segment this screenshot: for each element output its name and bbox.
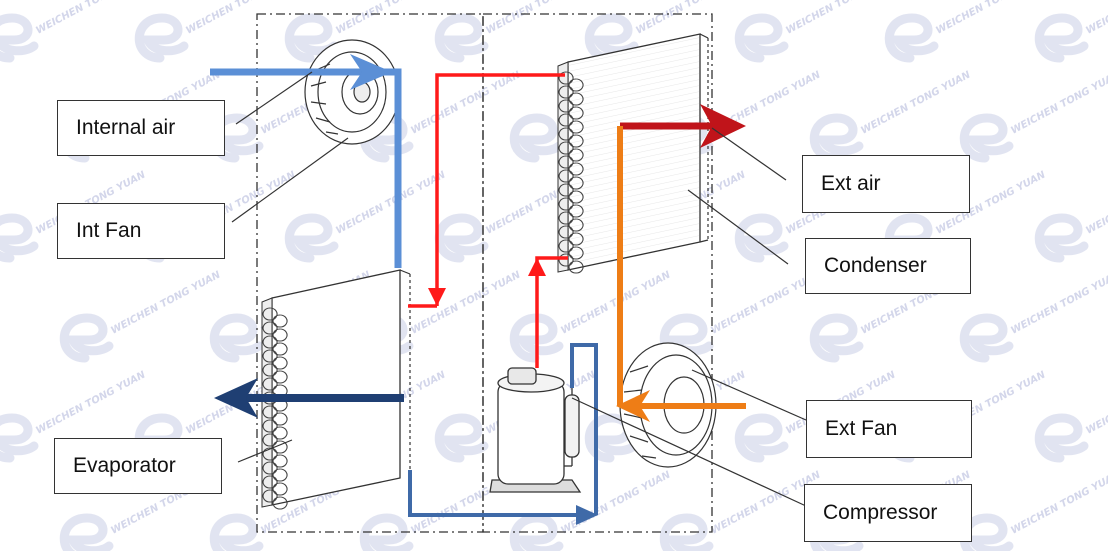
watermark-text: WEICHEN TONG YUAN (34, 369, 148, 436)
watermark-text: WEICHEN TONG YUAN (34, 0, 148, 37)
watermark-text: WEICHEN TONG YUAN (559, 269, 673, 336)
watermark-tile: WEICHEN TONG YUAN (0, 0, 148, 63)
enclosure-outlines (256, 13, 713, 533)
watermark-text: WEICHEN TONG YUAN (1084, 369, 1108, 436)
condenser-label: Condenser (805, 238, 971, 294)
watermark-tile: WEICHEN TONG YUAN (809, 69, 973, 163)
watermark-tile: WEICHEN TONG YUAN (434, 0, 598, 63)
watermark-text: WEICHEN TONG YUAN (334, 0, 448, 37)
watermark-tile: WEICHEN TONG YUAN (1034, 169, 1108, 263)
watermark-tile: WEICHEN TONG YUAN (659, 469, 823, 551)
suction-line (408, 343, 598, 525)
watermark-tile: WEICHEN TONG YUAN (959, 69, 1108, 163)
watermark-tile: WEICHEN TONG YUAN (734, 0, 898, 63)
watermark-text: WEICHEN TONG YUAN (559, 469, 673, 536)
int-fan-label: Int Fan (57, 203, 225, 259)
watermark-text: WEICHEN TONG YUAN (1009, 469, 1108, 536)
compressor-icon (489, 367, 582, 493)
watermark-text: WEICHEN TONG YUAN (784, 0, 898, 37)
watermark-text: WEICHEN TONG YUAN (334, 169, 448, 236)
watermark-text: WEICHEN TONG YUAN (409, 69, 523, 136)
watermark-tile: WEICHEN TONG YUAN (884, 0, 1048, 63)
watermark-text: WEICHEN TONG YUAN (859, 69, 973, 136)
watermark-text: WEICHEN TONG YUAN (184, 0, 298, 37)
compressor-label: Compressor (804, 484, 972, 542)
ext-fan-label: Ext Fan (806, 400, 972, 458)
watermark-text: WEICHEN TONG YUAN (1084, 169, 1108, 236)
watermark-text: WEICHEN TONG YUAN (634, 0, 748, 37)
internal-enclosure (256, 13, 484, 533)
watermark-tile: WEICHEN TONG YUAN (284, 169, 448, 263)
evaporator-label: Evaporator (54, 438, 222, 494)
watermark-text: WEICHEN TONG YUAN (484, 0, 598, 37)
watermark-tile: WEICHEN TONG YUAN (1034, 0, 1108, 63)
exhaust-air-flow (620, 104, 746, 148)
watermark-tile: WEICHEN TONG YUAN (1034, 369, 1108, 463)
condenser-icon (557, 33, 709, 274)
internal-air-flow (210, 54, 402, 268)
watermark-text: WEICHEN TONG YUAN (1009, 269, 1108, 336)
watermark-text: WEICHEN TONG YUAN (109, 269, 223, 336)
watermark-tile: WEICHEN TONG YUAN (959, 469, 1108, 551)
internal-air-label: Internal air (57, 100, 225, 156)
watermark-text: WEICHEN TONG YUAN (1084, 0, 1108, 37)
return-air-flow (214, 378, 404, 418)
watermark-tile: WEICHEN TONG YUAN (59, 269, 223, 363)
watermark-text: WEICHEN TONG YUAN (409, 269, 523, 336)
refrigerant-flow (408, 73, 568, 368)
watermark-tile: WEICHEN TONG YUAN (134, 0, 298, 63)
watermark-text: WEICHEN TONG YUAN (934, 0, 1048, 37)
leader-lines (231, 71, 807, 507)
external-enclosure (482, 13, 713, 533)
ext-air-label: Ext air (802, 155, 970, 213)
watermark-tile: WEICHEN TONG YUAN (959, 269, 1108, 363)
watermark-tile: WEICHEN TONG YUAN (659, 269, 823, 363)
watermark-text: WEICHEN TONG YUAN (1009, 69, 1108, 136)
ext-fan-flow (616, 126, 746, 422)
evaporator-icon (261, 269, 411, 510)
